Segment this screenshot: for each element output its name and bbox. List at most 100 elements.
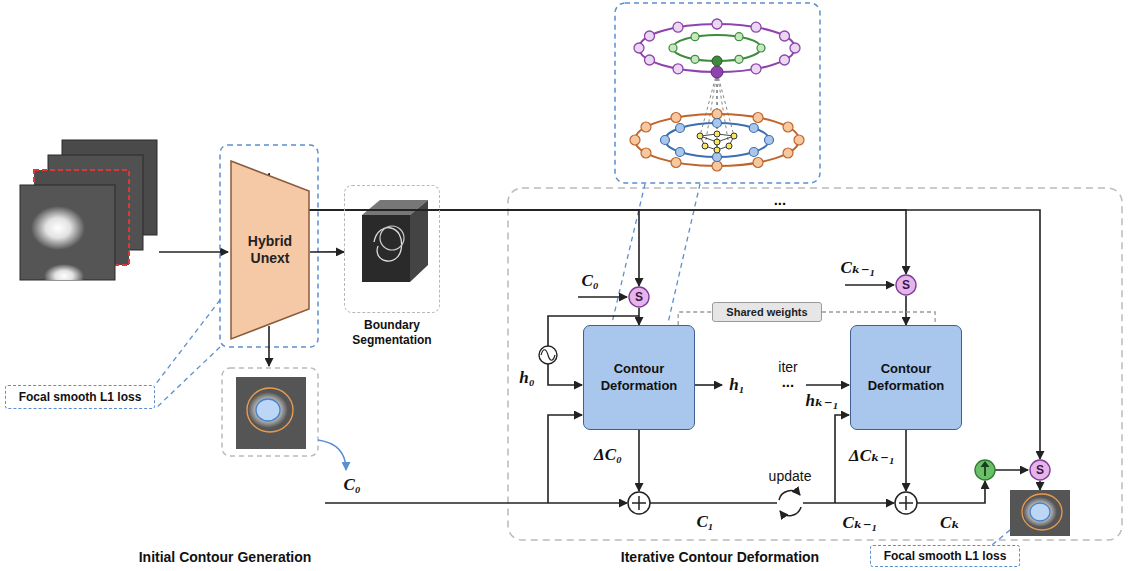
- graph-inset: [749, 148, 758, 157]
- graph-inset: [712, 109, 722, 119]
- wires: [578, 296, 627, 298]
- encoder-shape: [231, 161, 309, 339]
- graph-inset: [753, 113, 763, 123]
- loss-label: Focal smooth L1 loss: [19, 390, 142, 404]
- circle-label: S: [1036, 463, 1044, 477]
- graph-inset: [673, 22, 683, 32]
- graph-inset: [645, 31, 655, 41]
- sampling-circle: S: [895, 274, 917, 296]
- upsample-symbol: [984, 466, 986, 476]
- math-symbol: C₁: [696, 512, 713, 532]
- graph-inset: [671, 158, 681, 168]
- initial-contour-image: [256, 399, 280, 421]
- input-arrow: [159, 251, 228, 253]
- update-loop: [779, 491, 800, 500]
- wires: [806, 384, 849, 386]
- update-loop: [779, 491, 801, 516]
- circle-shape: [1030, 460, 1050, 480]
- init-symbol: [541, 350, 555, 361]
- wires: [650, 502, 777, 504]
- connector: [905, 296, 907, 325]
- wires: [905, 430, 907, 491]
- section-title: Iterative Contour Deformation: [621, 549, 819, 565]
- graph-inset: [783, 122, 793, 132]
- plus-symbol: [895, 492, 917, 514]
- graph-inset: [751, 22, 761, 32]
- loss-label: Focal smooth L1 loss: [884, 549, 1007, 563]
- wires: [548, 415, 582, 503]
- boundary-image: [410, 200, 428, 282]
- encoder-down-arrow: [268, 326, 270, 366]
- ellipsis: ...: [782, 373, 795, 390]
- output-image: [1022, 494, 1062, 530]
- graph-inset: [630, 135, 640, 145]
- graph-inset: [615, 3, 820, 183]
- graph-inset: [713, 119, 722, 128]
- init-symbol: [539, 346, 557, 364]
- graph-inset: [641, 122, 651, 132]
- process-box: Contour Deformation: [850, 325, 962, 430]
- graph-inset: [671, 113, 681, 123]
- circle-label: S: [635, 290, 643, 304]
- wires: [995, 469, 1028, 471]
- graph-inset: [751, 64, 761, 74]
- sampling-circle: S: [1029, 459, 1051, 481]
- graph-inset: [712, 161, 722, 171]
- graph-inset: [714, 139, 720, 145]
- initial-contour-image: [222, 368, 318, 456]
- graph-inset: [615, 3, 820, 183]
- plus-symbol: [899, 496, 913, 510]
- segmentation-panel: Boundary Segmentation: [344, 185, 440, 313]
- graph-inset: [712, 19, 722, 29]
- input-slices: [31, 206, 85, 250]
- graph-inset: [714, 131, 720, 137]
- graph-inset: [711, 66, 723, 78]
- graph-inset: [702, 143, 708, 149]
- boundary-image: [380, 226, 404, 250]
- graph-inset: [645, 55, 655, 65]
- wires: [695, 384, 722, 386]
- output-image: [1030, 503, 1050, 521]
- graph-inset: [731, 133, 737, 139]
- graph-inset: [691, 33, 699, 41]
- math-symbol: Cₖ₋₁: [840, 257, 875, 278]
- graph-inset: [665, 123, 769, 157]
- graph-inset: [780, 31, 790, 41]
- wires: [325, 502, 627, 504]
- encoder-highlight: [220, 145, 318, 347]
- loop-label: update: [769, 468, 812, 484]
- graph-inset: [697, 131, 737, 153]
- wires: [917, 481, 985, 503]
- graph-inset: [783, 148, 793, 158]
- loss-box: Focal smooth L1 loss: [5, 385, 155, 409]
- leader-line: [155, 300, 220, 409]
- graph-inset: [753, 158, 763, 168]
- process-box: Contour Deformation: [583, 325, 695, 430]
- graph-inset: [780, 55, 790, 65]
- wires: [325, 285, 1040, 503]
- graph-inset: [790, 43, 800, 53]
- graph-inset: [641, 148, 651, 158]
- circle-shape: [896, 275, 916, 295]
- output-image: [1022, 494, 1062, 530]
- boundary-image: [362, 200, 428, 282]
- input-slices: [31, 206, 85, 280]
- leader-line: [992, 530, 1010, 545]
- ellipsis: ...: [774, 191, 787, 208]
- math-symbol: h₀: [519, 368, 534, 388]
- initial-contour-image: [247, 388, 293, 432]
- math-symbol: C₀: [581, 271, 598, 291]
- output-image: [1023, 497, 1057, 527]
- math-symbol: h₁: [729, 375, 744, 395]
- initial-contour-image: [222, 368, 318, 456]
- initial-contour-image: [248, 392, 288, 428]
- graph-inset: [712, 56, 722, 66]
- initial-contour-image: [247, 388, 293, 432]
- connector: [678, 312, 712, 325]
- graph-inset: [676, 148, 685, 157]
- wires: [1039, 481, 1041, 490]
- math-symbol: Cₖ₋₁: [842, 512, 877, 533]
